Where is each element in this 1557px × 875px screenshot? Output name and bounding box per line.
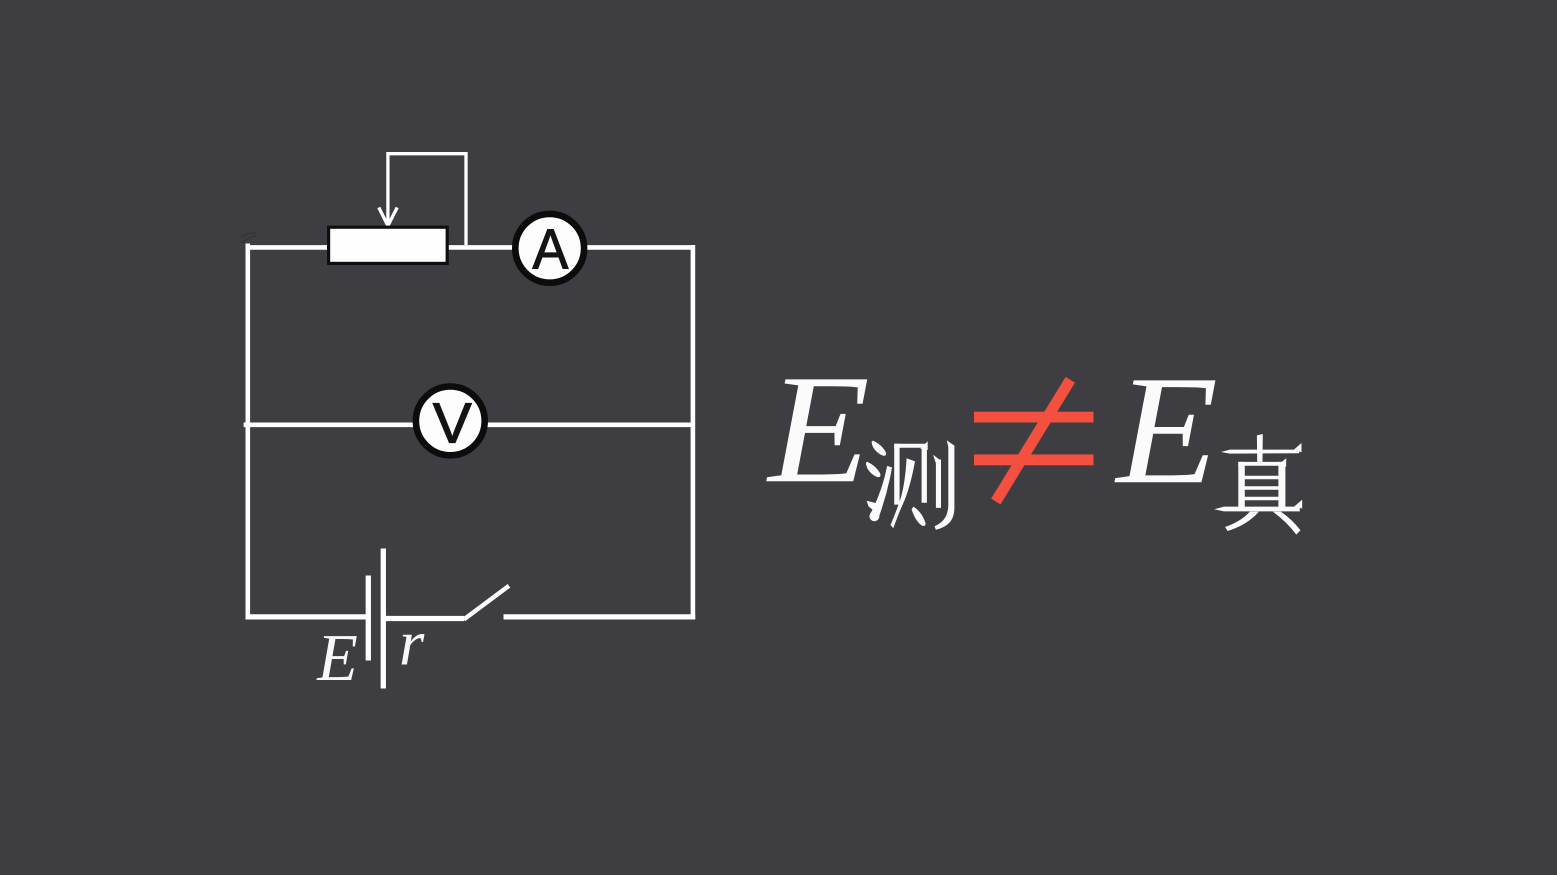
svg-text:E: E — [766, 342, 870, 515]
svg-text:r: r — [399, 608, 425, 680]
svg-text:E: E — [316, 622, 358, 695]
svg-text:E: E — [1114, 343, 1218, 516]
svg-text:V: V — [433, 392, 472, 455]
svg-text:A: A — [533, 217, 569, 281]
